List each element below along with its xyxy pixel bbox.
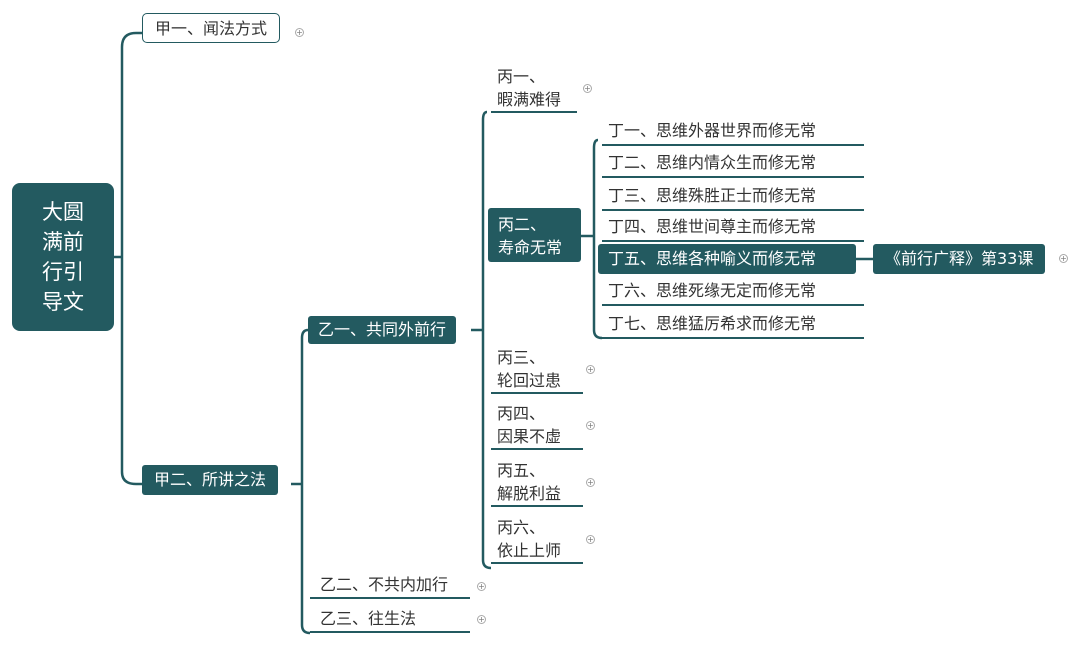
node-bing-5-line1: 丙五、 (497, 461, 546, 480)
node-ding-7-label: 丁七、思维猛厉希求而修无常 (608, 314, 817, 333)
node-yi-3[interactable]: 乙三、往生法 (310, 605, 470, 633)
node-bing-5[interactable]: 丙五、 解脱利益 (491, 459, 583, 507)
node-bing-3[interactable]: 丙三、 轮回过患 (491, 346, 583, 394)
circle-plus-icon[interactable]: + (1059, 254, 1068, 263)
node-ding-5[interactable]: 丁五、思维各种喻义而修无常 (598, 244, 856, 274)
node-ding-1[interactable]: 丁一、思维外器世界而修无常 (602, 116, 864, 146)
circle-plus-icon[interactable]: + (586, 535, 595, 544)
node-bing-3-line2: 轮回过患 (497, 371, 562, 390)
node-ding-2-label: 丁二、思维内情众生而修无常 (608, 153, 817, 172)
node-bing-4[interactable]: 丙四、 因果不虚 (491, 402, 583, 450)
root-label: 大圆满前行引导文 (42, 200, 84, 314)
node-bing-5-line2: 解脱利益 (497, 484, 562, 503)
node-ding-1-label: 丁一、思维外器世界而修无常 (608, 121, 817, 140)
node-jia-2[interactable]: 甲二、所讲之法 (142, 465, 279, 495)
node-bing-6-line1: 丙六、 (497, 518, 546, 537)
node-bing-6-line2: 依止上师 (497, 541, 562, 560)
circle-plus-icon[interactable]: + (586, 478, 595, 487)
node-yi-3-label: 乙三、往生法 (320, 609, 417, 628)
node-yi-2[interactable]: 乙二、不共内加行 (310, 571, 470, 599)
circle-plus-icon[interactable]: + (295, 28, 304, 37)
node-ding-3-label: 丁三、思维殊胜正士而修无常 (608, 186, 817, 205)
node-ding-4[interactable]: 丁四、思维世间尊主而修无常 (602, 212, 864, 242)
node-ding-7[interactable]: 丁七、思维猛厉希求而修无常 (602, 309, 864, 339)
node-bing-2[interactable]: 丙二、 寿命无常 (488, 208, 581, 262)
node-jia-1-label: 甲一、闻法方式 (155, 19, 268, 38)
node-reference-label: 《前行广释》第33课 (885, 249, 1034, 268)
node-bing-4-line1: 丙四、 (497, 404, 546, 423)
root-node[interactable]: 大圆满前行引导文 (12, 183, 114, 331)
node-ding-6-label: 丁六、思维死缘无定而修无常 (608, 281, 817, 300)
node-ding-4-label: 丁四、思维世间尊主而修无常 (608, 217, 817, 236)
node-bing-2-line2: 寿命无常 (498, 238, 563, 257)
node-yi-2-label: 乙二、不共内加行 (320, 575, 449, 594)
node-jia-2-label: 甲二、所讲之法 (154, 470, 267, 489)
circle-plus-icon[interactable]: + (477, 582, 486, 591)
node-yi-1-label: 乙一、共同外前行 (318, 320, 447, 339)
circle-plus-icon[interactable]: + (477, 615, 486, 624)
circle-plus-icon[interactable]: + (586, 421, 595, 430)
node-bing-2-line1: 丙二、 (498, 215, 547, 234)
node-ding-2[interactable]: 丁二、思维内情众生而修无常 (602, 148, 864, 178)
node-jia-1[interactable]: 甲一、闻法方式 (142, 13, 281, 43)
circle-plus-icon[interactable]: + (583, 84, 592, 93)
node-yi-1[interactable]: 乙一、共同外前行 (308, 316, 457, 344)
node-bing-3-line1: 丙三、 (497, 348, 546, 367)
node-bing-4-line2: 因果不虚 (497, 427, 562, 446)
node-ding-5-label: 丁五、思维各种喻义而修无常 (608, 249, 817, 268)
node-bing-6[interactable]: 丙六、 依止上师 (491, 516, 583, 564)
circle-plus-icon[interactable]: + (586, 365, 595, 374)
node-ding-3[interactable]: 丁三、思维殊胜正士而修无常 (602, 181, 864, 211)
node-ding-6[interactable]: 丁六、思维死缘无定而修无常 (602, 276, 864, 306)
node-reference[interactable]: 《前行广释》第33课 (873, 244, 1046, 274)
node-bing-1[interactable]: 丙一、 暇满难得 (491, 65, 577, 113)
node-bing-1-line1: 丙一、 (497, 67, 546, 86)
node-bing-1-line2: 暇满难得 (497, 90, 562, 109)
